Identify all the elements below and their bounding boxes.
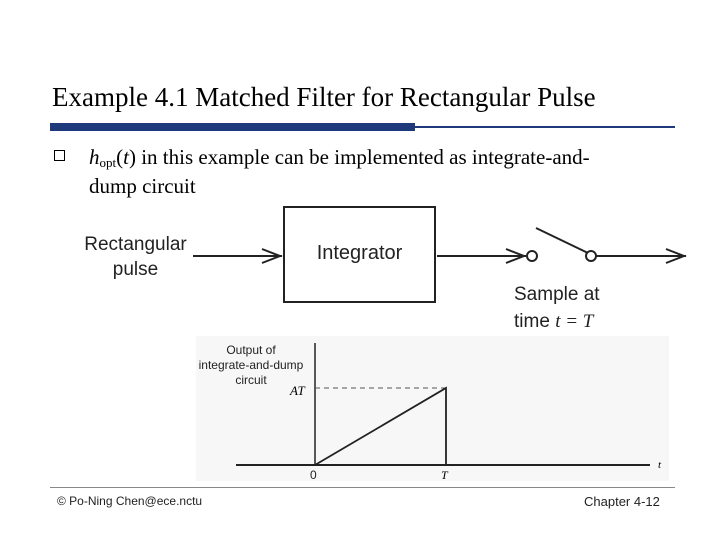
output-plot-graphics <box>236 343 650 466</box>
footer-author: © Po-Ning Chen@ece.nctu <box>57 494 203 508</box>
output-arrowhead <box>665 248 687 264</box>
x-axis-label: t <box>658 459 662 471</box>
sample-label: Sample at time t = T <box>514 281 600 335</box>
integrator-output-arrowhead <box>505 248 527 264</box>
t-symbol: t <box>123 145 129 169</box>
y-level-label: AT <box>290 383 305 398</box>
switch-blade <box>535 227 589 254</box>
input-label-line2: pulse <box>112 259 159 280</box>
output-plot-caption: Output of integrate-and-dump circuit <box>192 343 310 388</box>
footer-page-number: Chapter 4-12 <box>584 494 660 509</box>
bullet-text: hopt(t) in this example can be implement… <box>89 143 689 201</box>
switch-contact-right <box>585 250 597 262</box>
switch-contact-left <box>526 250 538 262</box>
bullet-square-icon <box>54 150 65 161</box>
integrator-label: Integrator <box>316 242 403 264</box>
sample-time-math: t = T <box>555 311 594 332</box>
paren-close: ) <box>128 145 136 169</box>
h-symbol: h <box>89 145 100 169</box>
output-caption-line3: circuit <box>235 373 267 387</box>
output-plot-background <box>196 336 669 481</box>
bullet-line2: dump circuit <box>89 174 196 198</box>
output-caption-line1: Output of <box>226 343 276 357</box>
footer-divider <box>50 487 675 488</box>
output-caption-line2: integrate-and-dump <box>198 358 304 372</box>
input-label-line1: Rectangular <box>84 234 187 255</box>
input-label: Rectangular pulse <box>78 232 193 282</box>
x-origin-label: 0 <box>310 468 317 482</box>
integrator-block <box>283 206 436 303</box>
title-underline-rule <box>415 126 675 128</box>
sample-label-line2: time <box>514 311 556 332</box>
paren-open: ( <box>116 145 124 169</box>
bullet-line1: in this example can be implemented as in… <box>135 145 590 169</box>
integrate-dump-ramp <box>314 386 447 466</box>
title-underline-bar <box>50 123 415 131</box>
sample-label-line1: Sample at <box>514 284 600 305</box>
input-arrowhead <box>261 248 283 264</box>
slide-title: Example 4.1 Matched Filter for Rectangul… <box>52 82 596 112</box>
opt-subscript: opt <box>99 155 117 170</box>
x-T-label: T <box>441 468 448 482</box>
